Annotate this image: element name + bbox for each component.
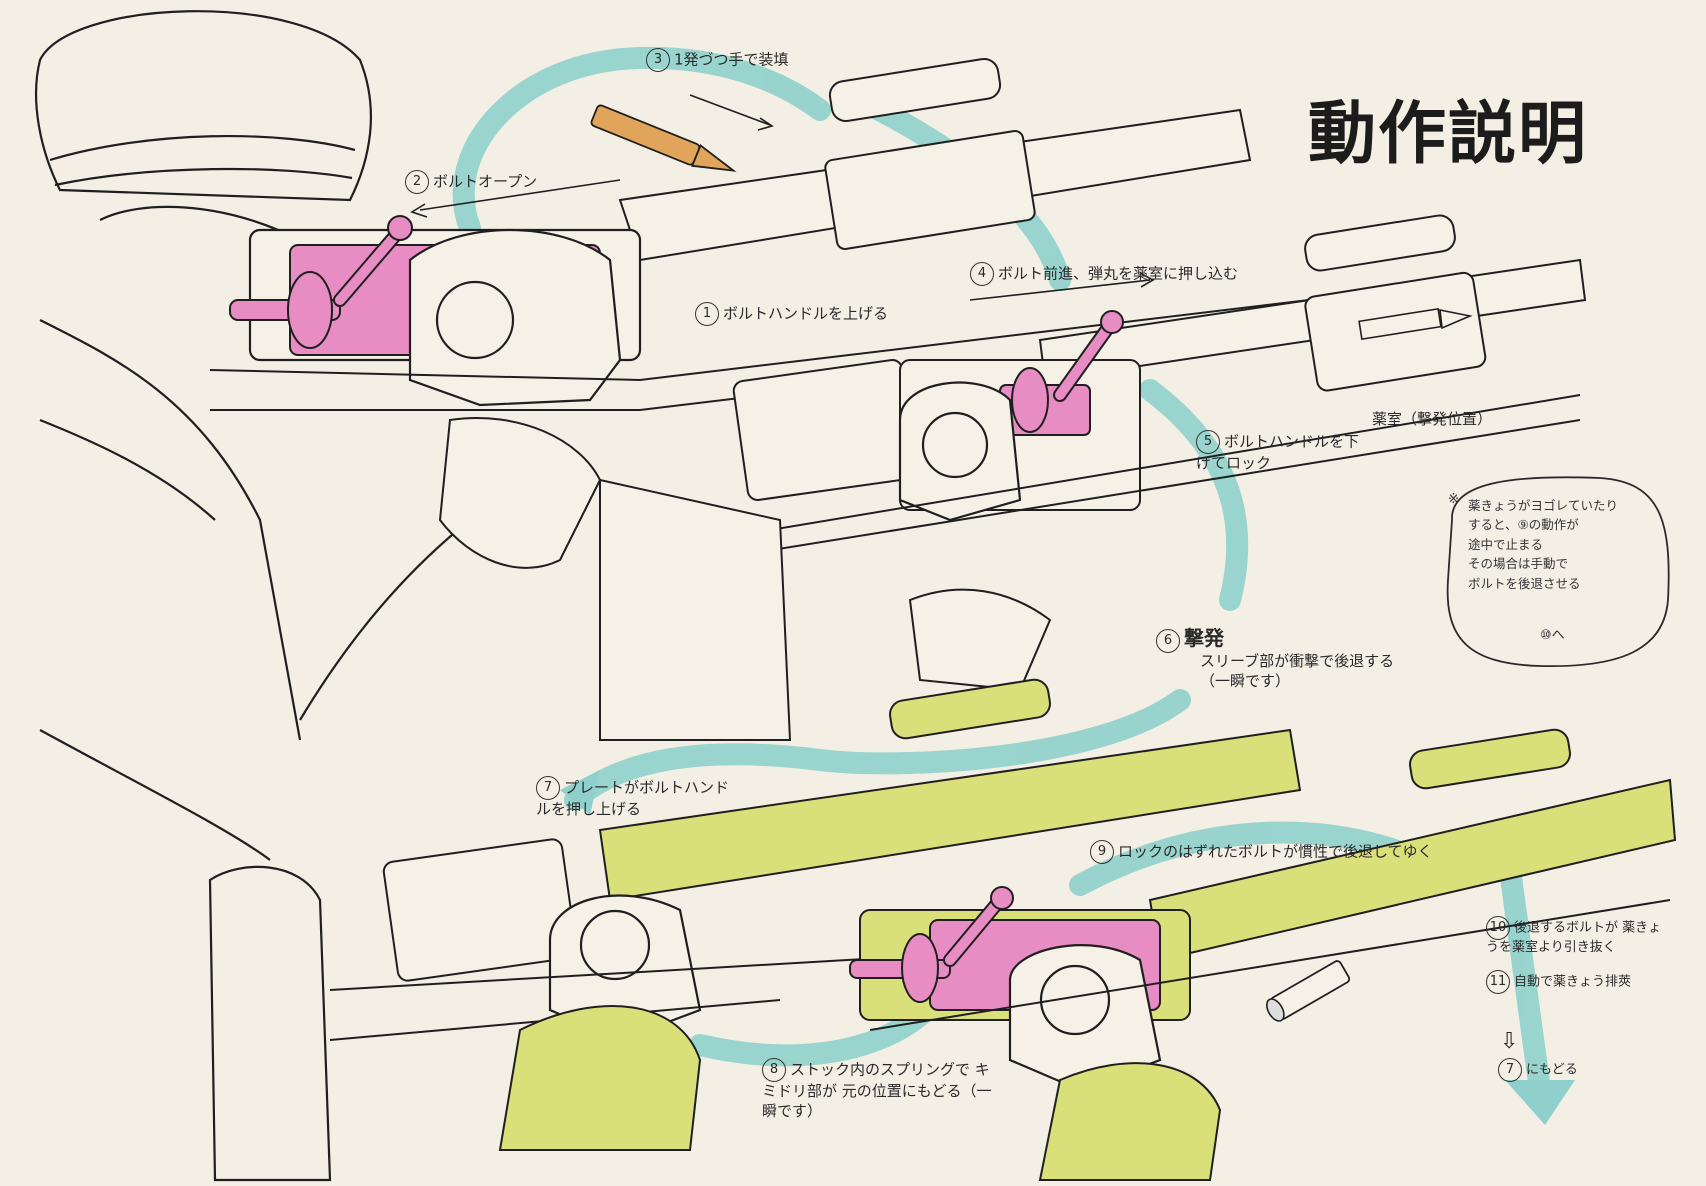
step-6-number: 6 [1156,628,1180,653]
green-hand-right [1038,1062,1222,1181]
middle-scope [1304,214,1456,272]
bottom-left-plate [382,838,578,982]
flow-arrows [452,46,1551,1101]
step-7-number: 7 [536,776,560,800]
step-3-text: 1発づつ手で装填 [674,50,789,69]
step-1-number: 1 [695,302,719,326]
soldier-arm [299,519,471,721]
step-9-text: ロックのはずれたボルトが慣性で後退してゆく [1118,842,1433,861]
soldier-shoulder [39,319,302,741]
step-4-text: ボルト前進、弾丸を薬室に押し込む [998,264,1239,283]
step-10-number: 10 [1486,916,1510,940]
step-7-text: プレートがボルトハンドルを押し上げる [536,778,730,819]
side-note: ※ 薬きょうがヨゴレていたり すると、⑨の動作が 途中で止まる その場合は手動で… [1440,478,1670,668]
arrowhead-step7 [560,770,600,815]
step-3-number: 3 [646,48,670,72]
step-1-text: ボルトハンドルを上げる [723,304,889,323]
step-2-number: 2 [405,170,429,194]
flow-arrow-6-7 [564,689,1191,811]
return-step-text: にもどる [1526,1062,1578,1078]
step-8-text: ストック内のスプリングで キミドリ部が 元の位置にもどる（一瞬です） [762,1060,992,1120]
cartridge-loading [590,104,737,172]
middle-stock [599,478,792,741]
step-5-text: ボルトハンドルを下げてロック [1196,432,1360,473]
lower-stock [208,865,332,1182]
flow-arrow-11 [1499,859,1551,1101]
step-11-number: 11 [1486,970,1510,994]
step-2-text: ボルトオープン [433,172,538,191]
diagram-title: 動作説明 [1308,94,1589,174]
step-4-number: 4 [970,262,994,286]
rifle-panel-top [209,57,1561,569]
side-note-text: 薬きょうがヨゴレていたり すると、⑨の動作が 途中で止まる その場合は手動で ボ… [1468,498,1619,591]
top-scope [828,57,1002,123]
arrowhead-down-right [1505,1080,1575,1125]
green-scope-left [889,678,1051,740]
step-8-number: 8 [762,1058,786,1082]
rifle-panel-bottom-left [329,678,1302,1151]
rifle-panel-bottom-right [849,728,1677,1181]
helmet [34,10,373,202]
side-note-ref: ⑩へ [1540,628,1565,643]
step-10-text: 後退するボルトが 薬きょうを薬室より引き抜く [1486,920,1662,956]
step-5-number: 5 [1196,430,1220,454]
side-note-outline [1446,476,1670,668]
ejected-cartridge-case [1266,960,1351,1022]
return-step-number: 7 [1498,1058,1522,1082]
green-barrel-left [598,728,1302,902]
step-11-text: 自動で薬きょう排莢 [1514,974,1632,990]
green-scope-right [1409,728,1571,790]
chamber-label: 薬室（撃発位置） [1372,410,1493,428]
step-9-number: 9 [1090,840,1114,864]
step-6-text: 撃発 [1184,626,1224,650]
middle-plate [732,359,918,501]
green-hand-left [498,1005,702,1151]
rifle-panel-middle [599,214,1587,741]
top-hand [438,417,602,569]
step-6-detail: スリーブ部が衝撃で後退する（一瞬です） [1200,652,1395,690]
side-note-mark: ※ [1448,492,1459,507]
down-arrow-glyph: ⇩ [1500,1029,1519,1054]
flow-arrow-4-5 [1139,379,1249,611]
flow-arrow-1-2 [452,46,831,239]
top-side-plate [408,228,622,407]
